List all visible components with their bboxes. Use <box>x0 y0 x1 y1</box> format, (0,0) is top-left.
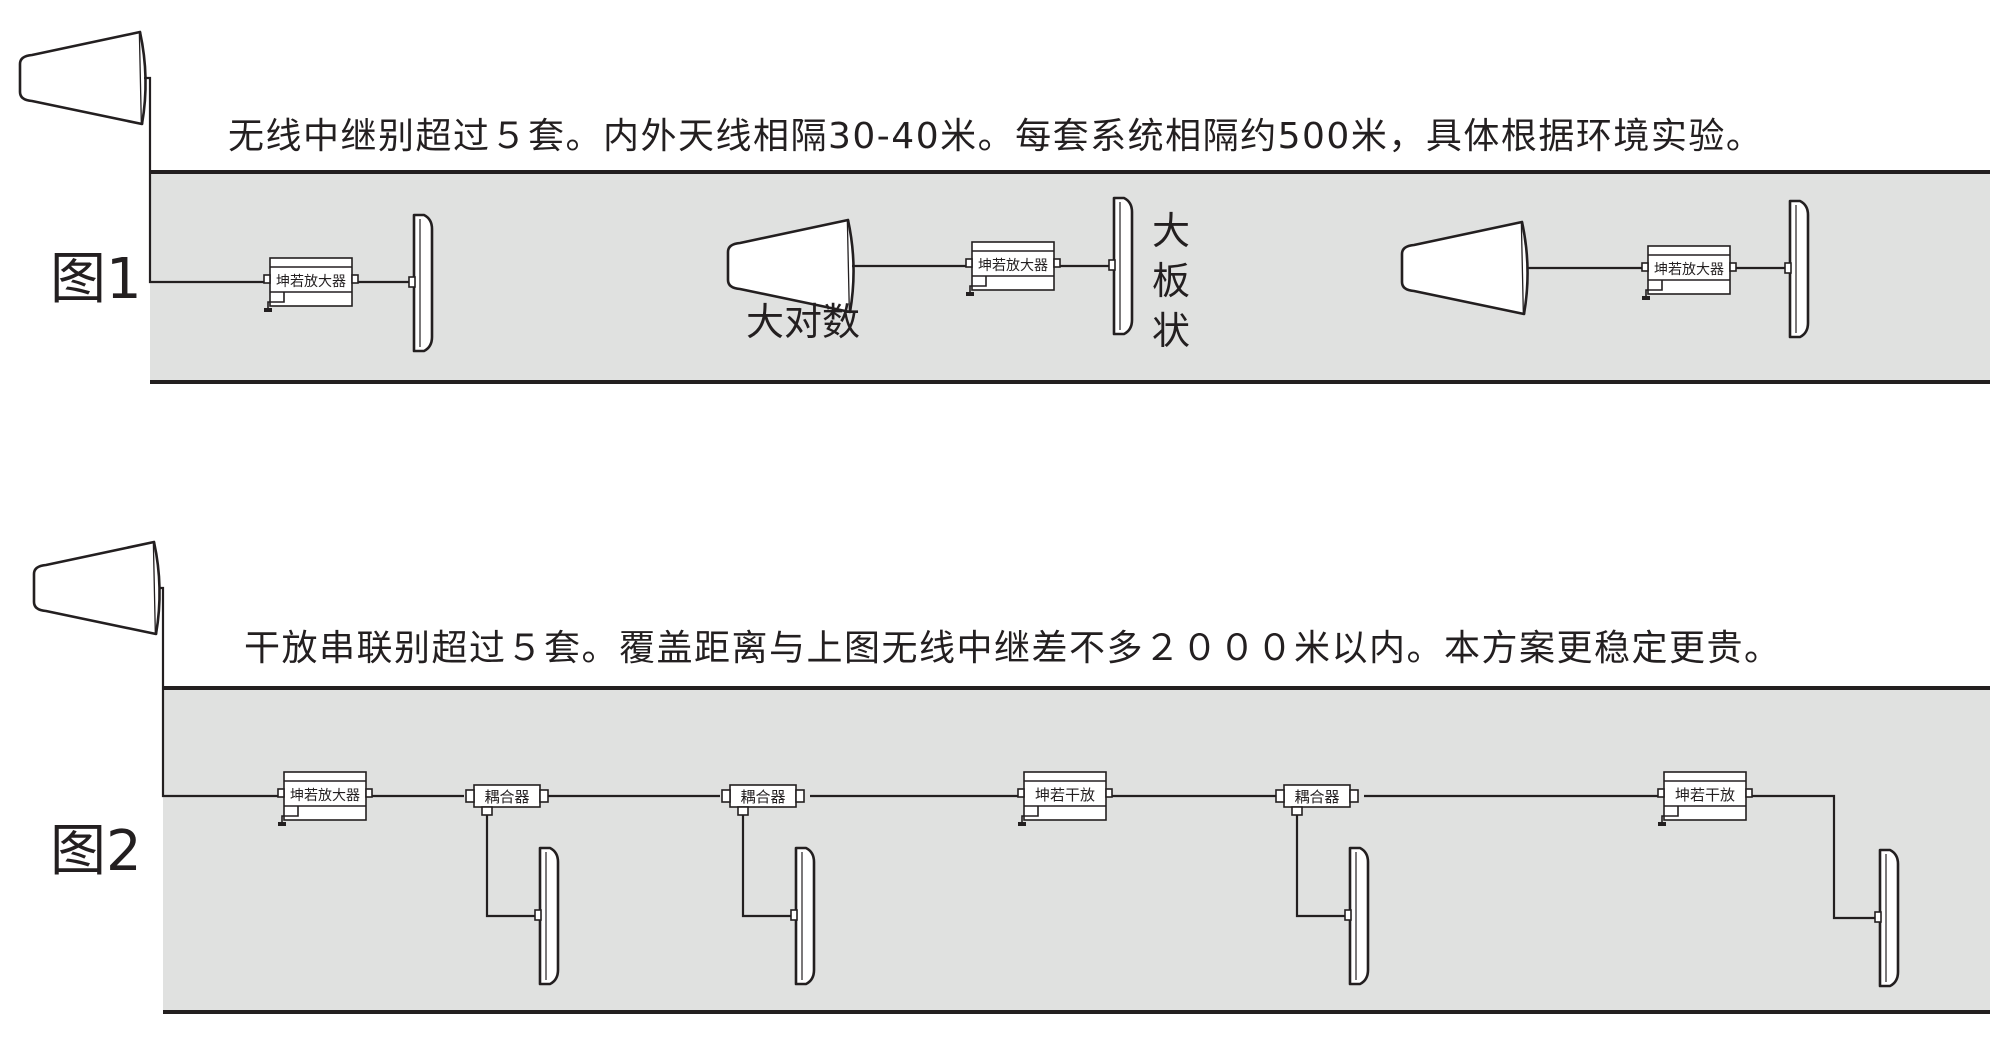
figure2-coupler-3: 耦合器 <box>1275 784 1359 816</box>
figure1-outdoor-antenna <box>18 30 147 126</box>
figure2-coupler-1: 耦合器 <box>465 784 549 816</box>
svg-text:耦合器: 耦合器 <box>740 788 785 806</box>
figure2-trunk-6 <box>1750 794 1876 920</box>
svg-text:耦合器: 耦合器 <box>484 788 529 806</box>
figure1-amplifier-2: 坤若放大器 <box>965 241 1061 297</box>
figure1-caption: 无线中继别超过５套。内外天线相隔30-40米。每套系统相隔约500米，具体根据环… <box>228 116 1763 157</box>
figure2-drop-1 <box>485 815 536 918</box>
svg-text:耦合器: 耦合器 <box>1294 788 1339 806</box>
svg-text:板: 板 <box>1152 259 1190 303</box>
figure2-caption: 干放串联别超过５套。覆盖距离与上图无线中继差不多２０００米以内。本方案更稳定更贵… <box>244 628 1782 669</box>
figure1-amplifier-3: 坤若放大器 <box>1641 245 1737 301</box>
figure2-drop-2 <box>741 815 792 918</box>
svg-text:坤若干放: 坤若干放 <box>1035 786 1095 804</box>
svg-text:大: 大 <box>1152 209 1190 253</box>
svg-text:坤若放大器: 坤若放大器 <box>276 274 346 290</box>
svg-text:状: 状 <box>1152 309 1190 353</box>
figure2-amplifier: 坤若放大器 <box>277 771 373 827</box>
figure1-amplifier-1: 坤若放大器 <box>263 257 359 313</box>
figure2-line-amplifier-1: 坤若干放 <box>1017 771 1113 827</box>
figure2-band <box>163 688 1990 1012</box>
figure2-drop-3 <box>1295 815 1346 918</box>
svg-text:坤若放大器: 坤若放大器 <box>1654 262 1724 278</box>
svg-text:坤若放大器: 坤若放大器 <box>290 788 360 804</box>
figure2-coupler-2: 耦合器 <box>721 784 805 816</box>
figure2-line-amplifier-2: 坤若干放 <box>1657 771 1753 827</box>
figure1-yagi-label: 大对数 <box>746 300 860 344</box>
figure2-label: 图2 <box>50 819 142 884</box>
figure1-label: 图1 <box>50 247 142 312</box>
svg-text:坤若干放: 坤若干放 <box>1675 786 1735 804</box>
svg-text:坤若放大器: 坤若放大器 <box>978 258 1048 274</box>
figure1-feed-cable <box>144 76 268 284</box>
figure2-feed-cable <box>160 586 278 798</box>
figure1-panel-label: 大 板 状 <box>1152 209 1190 353</box>
figure2-outdoor-antenna <box>32 540 161 636</box>
